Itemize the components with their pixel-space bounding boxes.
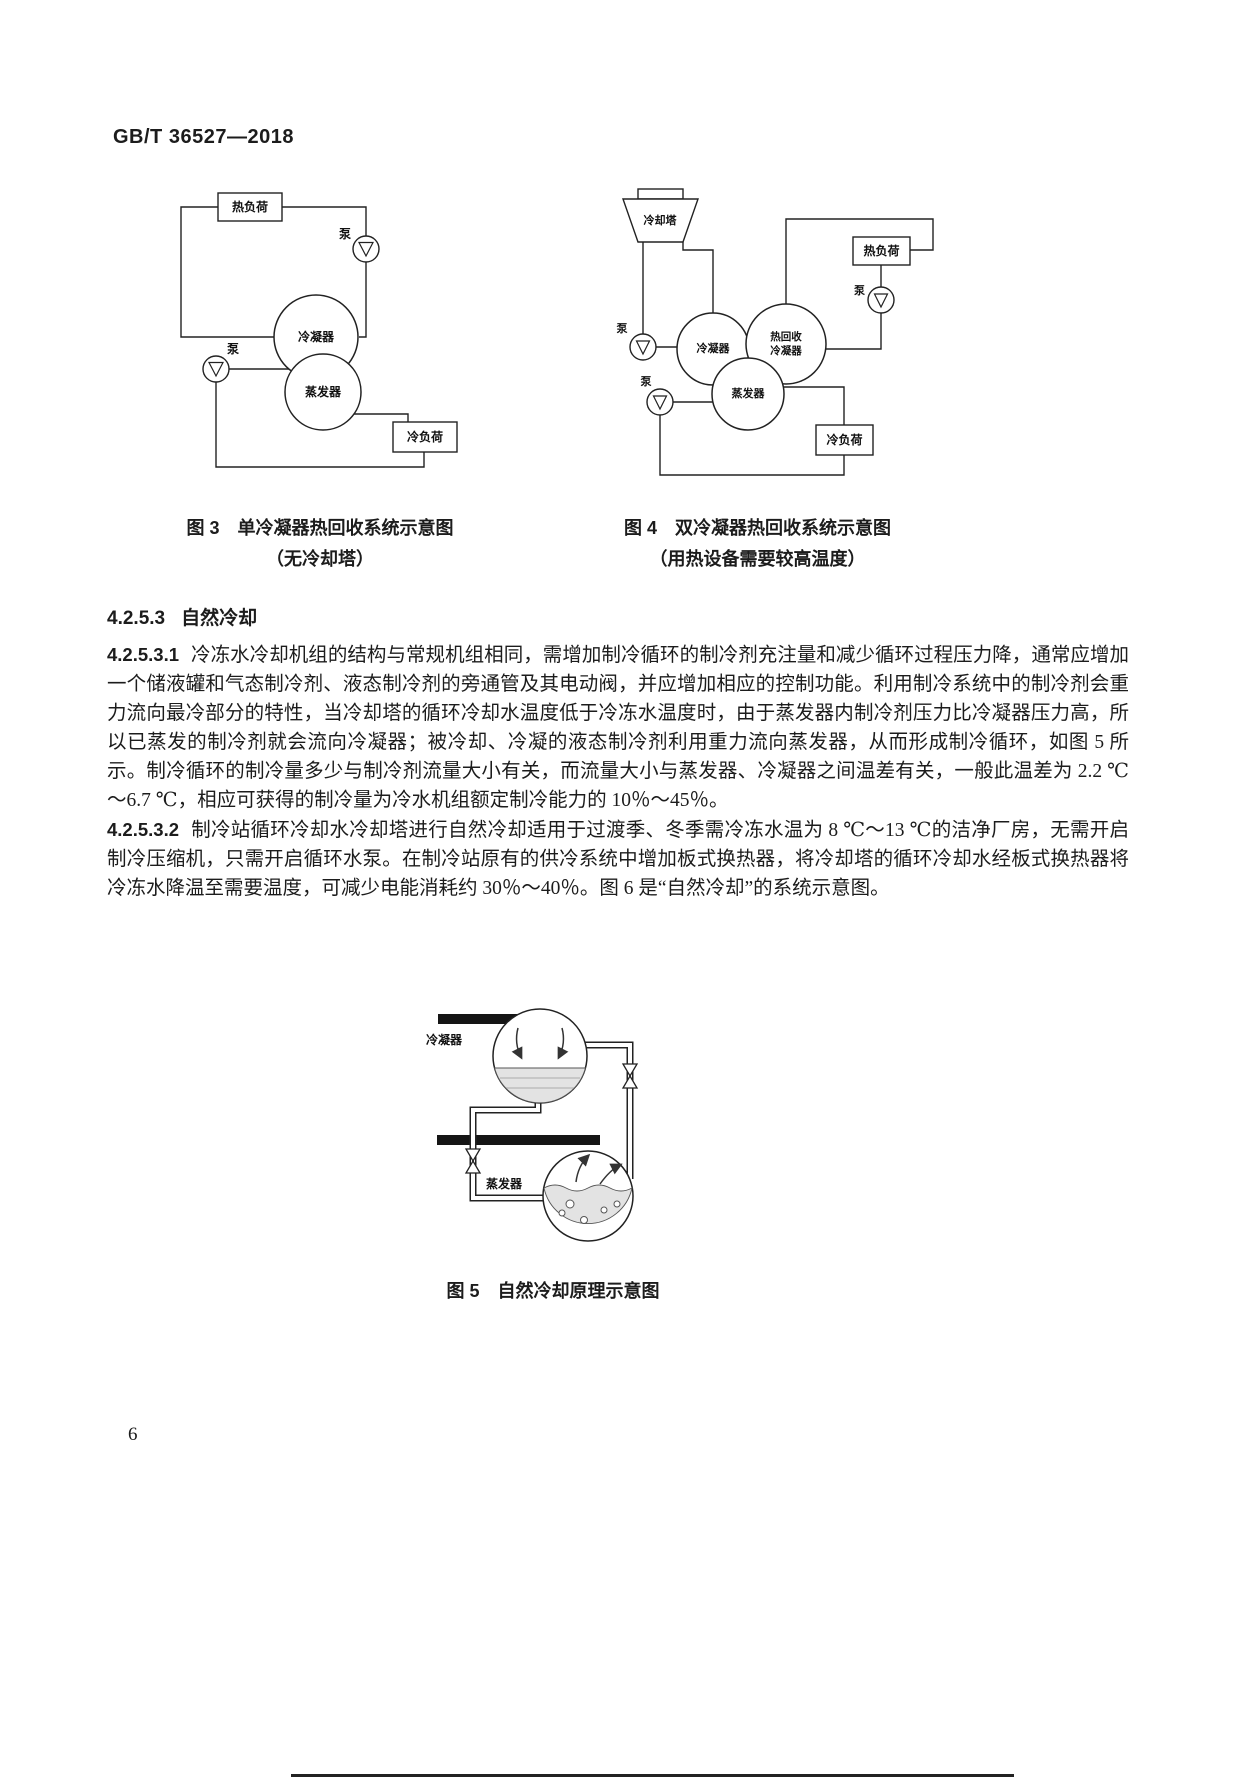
clause-number: 4.2.5.3.2 [107,819,180,840]
figure4-caption-title: 图 4 双冷凝器热回收系统示意图 [623,518,891,538]
figure4-hr-condenser-label-2: 冷凝器 [770,344,802,357]
figure4-heat-load-box [852,236,911,266]
figure3-evaporator-label: 蒸发器 [305,384,342,399]
figure4-heat-load-label: 热负荷 [863,243,899,258]
clause-text: 制冷站循环冷却水冷却塔进行自然冷却适用于过渡季、冬季需冷冻水温为 8 ℃～13 … [107,820,1129,899]
figure4-hr-condenser-label-1: 热回收 [770,330,802,343]
valve-icon [464,1148,482,1174]
figure4-diagram: 冷却塔 泵 泵 泵 冷凝器 热回收 冷凝器 蒸发器 热负荷 冷负荷 [617,188,934,476]
clause-number: 4.2.5.3.1 [107,644,180,665]
figure4-evaporator-circle [711,357,785,431]
section-number: 4.2.5.3 [107,608,166,629]
figure5-header-bar-top [438,1014,563,1024]
standard-number: GB/T 36527—2018 [113,126,294,148]
figure4-cooling-load-box [815,424,874,456]
figure4-cooling-tower-label: 冷却塔 [644,213,678,227]
condensing-flow-arrows [511,1027,569,1060]
figure3-caption: 图 3 单冷凝器热回收系统示意图 （无冷却塔） [150,513,490,575]
figure4-pump-heat-label: 泵 [854,284,865,297]
pump-icon [352,235,380,263]
figure4-cooling-load-label: 冷负荷 [826,432,862,447]
figure4-condenser-label: 冷凝器 [697,341,731,355]
vapor-bubbles [558,1199,621,1224]
figure3-evaporator-circle [284,353,362,431]
figure5-header-bar-bottom [437,1135,600,1145]
pump-icon [629,333,657,361]
figure3-condenser-label: 冷凝器 [298,329,335,344]
figure4-piping [642,218,934,476]
figure3-cooling-load-box [392,421,458,453]
figure3-piping [180,206,425,468]
figure4-pump-chilled-label: 泵 [641,375,652,388]
figure3-caption-title: 图 3 单冷凝器热回收系统示意图 [186,518,454,538]
pump-icon [202,355,230,383]
figure3-pump-left-label: 泵 [227,342,239,356]
figure4-caption-note: （用热设备需要较高温度） [649,549,866,569]
figure5-condenser-label: 冷凝器 [426,1032,463,1047]
clause-text: 冷冻水冷却机组的结构与常规机组相同，需增加制冷循环的制冷剂充注量和减少循环过程压… [107,645,1129,811]
figure3-caption-note: （无冷却塔） [266,549,374,569]
figure5-diagram: 冷凝器 蒸发器 [426,1008,639,1242]
condenser-water [494,1067,586,1104]
pump-icon [867,286,895,314]
figure3-pump-top-label: 泵 [339,227,351,241]
figure4-evaporator-label: 蒸发器 [732,386,766,400]
evaporator-water [543,1184,633,1225]
figure3-cooling-load-label: 冷负荷 [407,429,443,444]
figure4-caption: 图 4 双冷凝器热回收系统示意图 （用热设备需要较高温度） [580,513,935,575]
scan-edge-line [291,1774,1014,1777]
page-number: 6 [128,1424,138,1445]
figure3-heat-load-box [217,192,283,222]
figure5-caption: 图 5 自然冷却原理示意图 [446,1281,660,1301]
figure4-pump-tower-label: 泵 [617,322,628,335]
evaporating-flow-arrows [575,1153,623,1185]
figure5-pipes-inner [471,1043,632,1200]
valve-icon [621,1063,639,1089]
figure5-evaporator-label: 蒸发器 [486,1176,523,1191]
section-heading: 4.2.5.3 自然冷却 [107,603,257,630]
figure3-diagram: 热负荷 泵 冷凝器 蒸发器 泵 冷负荷 [180,192,458,468]
section-title: 自然冷却 [181,608,258,629]
figure3-heat-load-label: 热负荷 [232,199,268,214]
cooling-tower-icon [622,188,699,243]
pump-icon [646,388,674,416]
